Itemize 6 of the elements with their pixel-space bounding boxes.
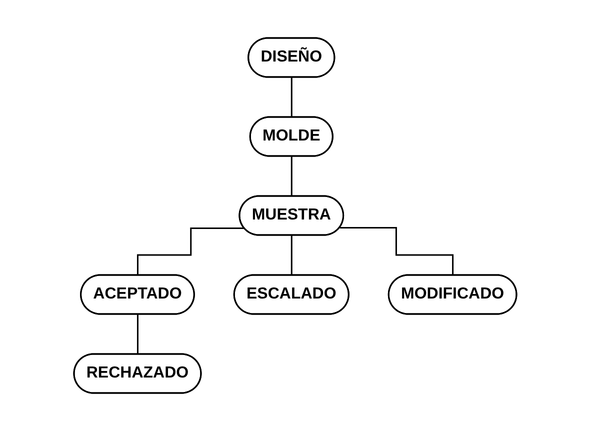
- connector: [340, 226, 454, 276]
- connector: [290, 234, 292, 276]
- connector: [136, 313, 138, 355]
- connector: [136, 226, 244, 276]
- connector: [290, 76, 292, 118]
- connector: [290, 155, 292, 197]
